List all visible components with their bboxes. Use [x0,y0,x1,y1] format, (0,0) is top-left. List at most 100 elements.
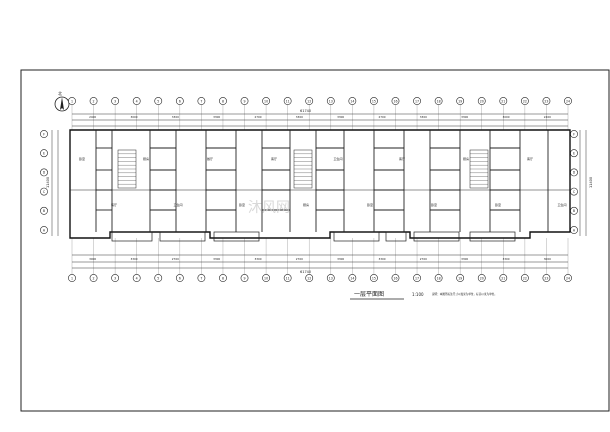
top-axis-bubble [434,97,443,105]
bottom-axis-bubble [132,274,141,282]
right-axis-label: D [573,171,576,175]
top-dimension-text: 3000 [502,115,509,119]
room-label: 卧室 [79,156,85,161]
bottom-axis-bubble [520,274,529,282]
room-label: 厨房 [143,156,149,161]
drawing-frame [20,69,610,412]
top-axis-bubble [305,97,314,105]
top-axis-bubble [477,97,486,105]
top-axis-bubble [175,97,184,105]
top-axis-label: 8 [222,99,224,103]
top-axis-label: 5 [157,99,159,103]
left-axis-bubble [40,149,48,158]
bottom-axis-label: 14 [350,276,354,280]
bottom-axis-bubble [89,274,98,282]
top-axis-label: 12 [307,99,311,103]
bottom-dimension-text: 3300 [502,257,509,261]
top-axis-label: 17 [415,99,419,103]
top-axis-label: 22 [523,99,527,103]
bottom-dimension-text: 2700 [420,257,427,261]
left-axis-label: D [43,171,46,175]
bottom-dimension-lines [72,254,568,269]
left-axis-label: C [43,190,46,194]
room-label: 卧室 [239,202,245,207]
room-label: 卫生间 [333,156,342,161]
left-axis-bubble [40,206,48,215]
north-arrow-icon: 北 [54,90,70,112]
top-axis-bubble [219,97,227,105]
bottom-axis-label: 18 [437,276,441,280]
top-axis-label: 18 [437,99,441,103]
top-axis-label: 23 [544,99,548,103]
room-label: 厨房 [463,156,469,161]
side-dimension-lines [51,130,587,236]
top-axis-bubble [89,97,98,105]
room-label: 卧室 [495,202,501,207]
watermark: 沐风网 [248,200,290,216]
top-axis-label: 24 [566,99,570,103]
room-label: 餐厅 [207,156,213,161]
top-axis-bubble [520,97,529,105]
top-axis-bubble [542,97,551,105]
room-label: 卧室 [431,202,437,207]
bottom-axis-label: 5 [157,276,159,280]
top-axis-label: 11 [286,99,290,103]
room-label: 客厅 [271,156,277,161]
bottom-axis-bubble [111,274,120,282]
top-axis-label: 9 [244,99,246,103]
top-axis-label: 15 [372,99,376,103]
drawing-note: 说明：本图所标注尺寸以毫米为单位，标高以米为单位。 [432,292,497,296]
right-axis-label: F [573,132,575,136]
top-axis-bubble [348,97,357,105]
room-label: 客厅 [111,202,117,207]
bottom-axis-label: 22 [523,276,527,280]
top-dimension-text: 3300 [213,115,220,119]
top-dimension-text: 2700 [254,115,261,119]
bottom-axis-bubble [305,274,314,282]
top-axis-bubble [413,97,421,105]
top-axis-bubble [197,97,206,105]
bottom-axis-label: 10 [264,276,268,280]
left-axis-label: F [43,132,45,136]
right-axis-label: B [573,209,575,213]
bottom-axis-bubble [413,274,421,282]
bottom-dimension-text: 3300 [461,257,468,261]
top-axis-label: 6 [179,99,181,103]
top-axis-label: 20 [480,99,484,103]
top-dimension-text: 2700 [378,115,385,119]
room-label: 客厅 [399,156,405,161]
bottom-dimension-text: 3300 [254,257,261,261]
bottom-axis-bubble [499,274,508,282]
bottom-axis-label: 6 [179,276,181,280]
top-axis-bubble [391,97,400,105]
room-label: 厨房 [303,202,309,207]
bottom-dimension-text: 2700 [172,257,179,261]
bottom-axis-label: 16 [393,276,397,280]
bottom-axis-label: 17 [415,276,419,280]
bottom-axis-label: 21 [501,276,505,280]
top-dimension-text: 2400 [89,115,96,119]
bottom-axis-bubble [370,274,378,282]
balconies [111,231,516,242]
right-axis-label: C [573,190,576,194]
right-axis-label: A [573,228,576,232]
north-label: 北 [58,90,62,96]
bottom-axis-label: 11 [286,276,290,280]
room-label: 卫生间 [557,202,566,207]
top-dimension-text: 3300 [337,115,344,119]
top-dimension-text: 3300 [172,115,179,119]
room-label: 客厅 [527,156,533,161]
interior-walls [70,130,570,232]
bottom-dimension-text: 3000 [544,257,551,261]
building-outline [69,129,571,239]
bottom-axis-bubble [175,274,184,282]
bottom-dimension-text: 2700 [296,257,303,261]
bottom-dimension-text: 3300 [337,257,344,261]
top-axis-bubble [111,97,120,105]
